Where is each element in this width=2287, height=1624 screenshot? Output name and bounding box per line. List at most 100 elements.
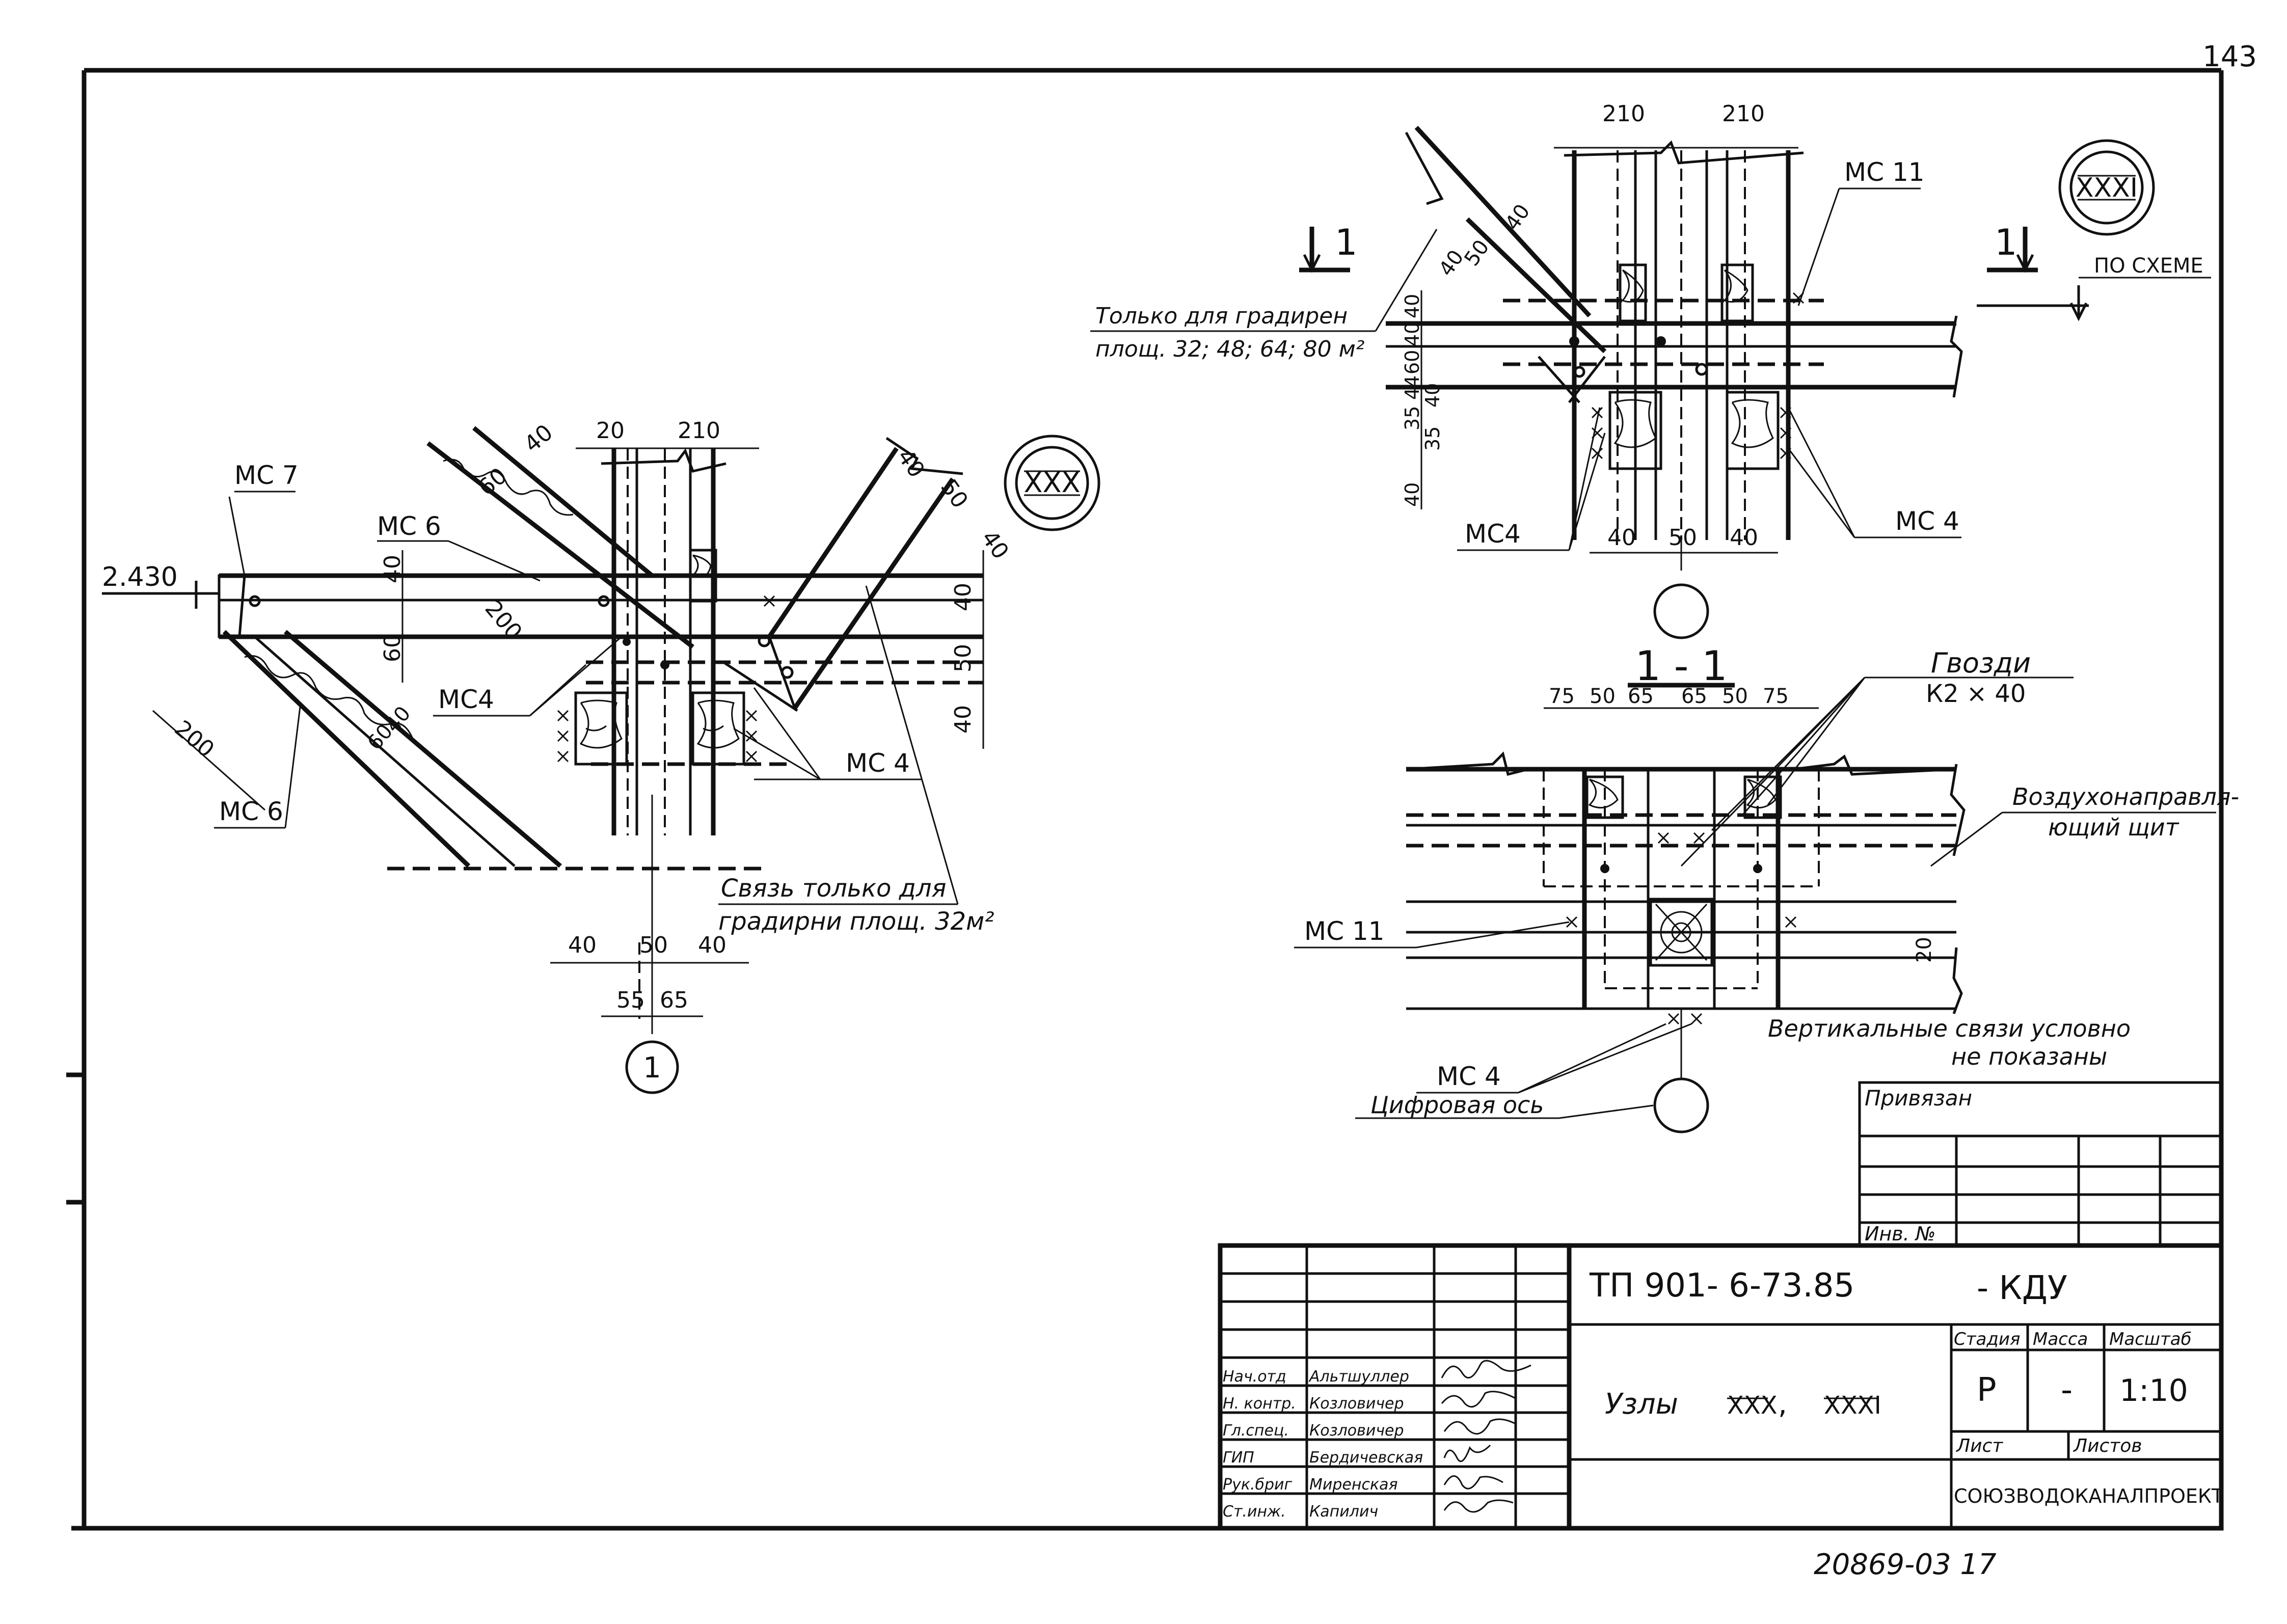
dim-50-right-diag: 50 [935,475,973,513]
dim-40-upper: 40 [519,419,558,457]
label-mc11-section: МС 11 [1304,916,1385,946]
note-xxxi-line2: площ. 32; 48; 64; 80 м² [1095,336,1364,362]
node-xxx-label: XXX [1024,467,1081,499]
dim-40-left-vert: 40 [380,555,406,583]
dim-20: 20 [596,418,625,444]
stamp-name-1: Альтшуллер [1308,1368,1409,1386]
stamp-sheet-label: Лист [1955,1436,2003,1456]
dim-210-xxxi-a: 210 [1602,101,1645,127]
dim-65-a: 65 [1628,685,1654,708]
section-1-1-title: 1 - 1 [1635,642,1728,690]
stamp-stage-header: Стадия [1954,1329,2020,1349]
archive-number: 20869-03 17 [1814,1548,1997,1581]
dim-210-xxx: 210 [678,418,720,444]
stamp-title-word: Узлы [1605,1388,1678,1421]
dim-40-xxxi-v1: 40 [1401,294,1423,318]
dim-40-xxxi-b2: 40 [1730,525,1758,551]
section-mark-left: 1 [1335,222,1358,263]
dim-40-xxxi-v4: 40 [1401,482,1423,507]
label-mc4-xxxi-right: МС 4 [1895,506,1959,536]
stamp-mass: - [2061,1371,2073,1409]
timber-blocks-xxxi [1608,263,1780,470]
dim-40-xxxi-b1: 40 [1607,525,1636,551]
stamp-inv-no: Инв. № [1865,1223,1935,1245]
node-xxxi-annotations: 210 210 40 50 40 40 40 60 44 40 35 35 40… [1090,101,1961,554]
section-mark-right: 1 [1995,222,2017,263]
node-xxxi-circle: XXXI [2058,139,2155,236]
signatures [1441,1360,1531,1513]
stamp-title-node-xxxi: XXXI [1824,1391,1881,1420]
label-mc4-section: МС 4 [1437,1062,1501,1091]
label-mc4-xxxi-left: МС4 [1465,519,1521,549]
note-xxxi-line1: Только для градирен [1095,303,1348,329]
stamp-role-6: Ст.инж. [1223,1503,1286,1521]
stamp-org: СОЮЗВОДОКАНАЛПРОЕКТ [1954,1485,2224,1507]
stamp-name-6: Капилич [1309,1503,1378,1521]
label-mc7: МС 7 [234,461,299,490]
dim-40-right-vert: 40 [950,583,976,611]
dim-40-right-diag-2: 40 [976,526,1014,564]
stamp-privyazan: Привязан [1865,1086,1972,1111]
label-mc11-xxxi: МС 11 [1844,157,1925,187]
dim-50-bottom: 50 [639,932,668,958]
dim-40-xxxi-v2: 40 [1401,322,1423,346]
stamp-mass-header: Масса [2033,1329,2088,1349]
stamp-role-4: ГИП [1223,1449,1254,1467]
sheet-frame [66,68,2224,1531]
stamp-doc-suffix: - КДУ [1977,1269,2067,1307]
dim-60-xxxi-v: 60 [1401,350,1423,374]
dim-200-lower: 200 [170,715,219,763]
air-shield-line2: ющий щит [2048,814,2180,841]
stamp-role-2: Н. контр. [1223,1395,1296,1413]
dim-40-bottom-a: 40 [568,932,597,958]
stamp-name-5: Миренская [1309,1476,1398,1494]
po-skheme-label: ПО СХЕМЕ [2094,254,2203,278]
dim-50-right-vert: 50 [950,644,976,672]
dim-40-bottom-b: 40 [698,932,727,958]
dim-75-a: 75 [1549,685,1575,708]
stamp-name-4: Бердичевская [1309,1449,1423,1467]
vertical-note-line1: Вертикальные связи условно [1768,1015,2131,1042]
dim-75-b: 75 [1763,685,1789,708]
stamp-role-5: Рук.бриг [1223,1476,1293,1494]
stamp-name-3: Козловичер [1309,1422,1404,1440]
stamp-title-comma: , [1778,1388,1787,1421]
node-xxx-drawing: XXX [218,426,1100,1094]
dim-65-b: 65 [1681,685,1707,708]
stamp-stage: Р [1977,1371,1997,1409]
stamp-role-1: Нач.отд [1223,1368,1286,1386]
node-xxx-annotations: 2.430 20 210 40 60 200 40 50 40 40 60 40… [102,418,1014,1017]
stamp-scale: 1:10 [2119,1373,2188,1409]
dim-60-upper: 60 [473,463,512,501]
timber-blocks-xxx [574,549,745,766]
stamp-role-3: Гл.спец. [1223,1422,1289,1440]
label-mc6-upper: МС 6 [377,511,441,541]
dim-50-a: 50 [1590,685,1616,708]
node-xxx-circle: XXX [1004,435,1100,531]
dim-44-xxxi-v: 44 [1401,375,1423,400]
note-xxx-line1: Связь только для [721,874,946,903]
axis-1-label: 1 [643,1051,661,1085]
node-xxxi-label: XXXI [2076,173,2138,203]
dim-50-b: 50 [1722,685,1748,708]
vertical-note-line2: не показаны [1951,1043,2107,1070]
dim-55: 55 [616,987,645,1013]
page-number: 143 [2202,40,2257,73]
dim-35-xxxi-v1: 35 [1401,406,1423,430]
label-mc4-right: МС 4 [846,748,910,778]
dim-50-xxxi-b: 50 [1669,525,1697,551]
dim-35-xxxi-v2: 35 [1421,426,1444,451]
dim-40-xxxi-v3: 40 [1421,383,1444,408]
stamp-title-node-xxx: XXX [1727,1391,1778,1420]
air-shield-line1: Воздухонаправля- [2012,783,2239,810]
stamp-doc-code: ТП 901- 6-73.85 [1589,1267,1854,1305]
stamp-scale-header: Масштаб [2109,1329,2192,1349]
elevation-2430: 2.430 [102,562,178,592]
dim-60-left-vert: 60 [380,634,406,662]
label-mc4-left: МС4 [438,685,494,714]
nails-spec: К2 × 40 [1926,680,2026,708]
nails-label: Гвозди [1931,647,2031,679]
dim-40-xxxi-diag: 40 [1501,200,1535,235]
stamp-name-2: Козловичер [1309,1395,1404,1413]
